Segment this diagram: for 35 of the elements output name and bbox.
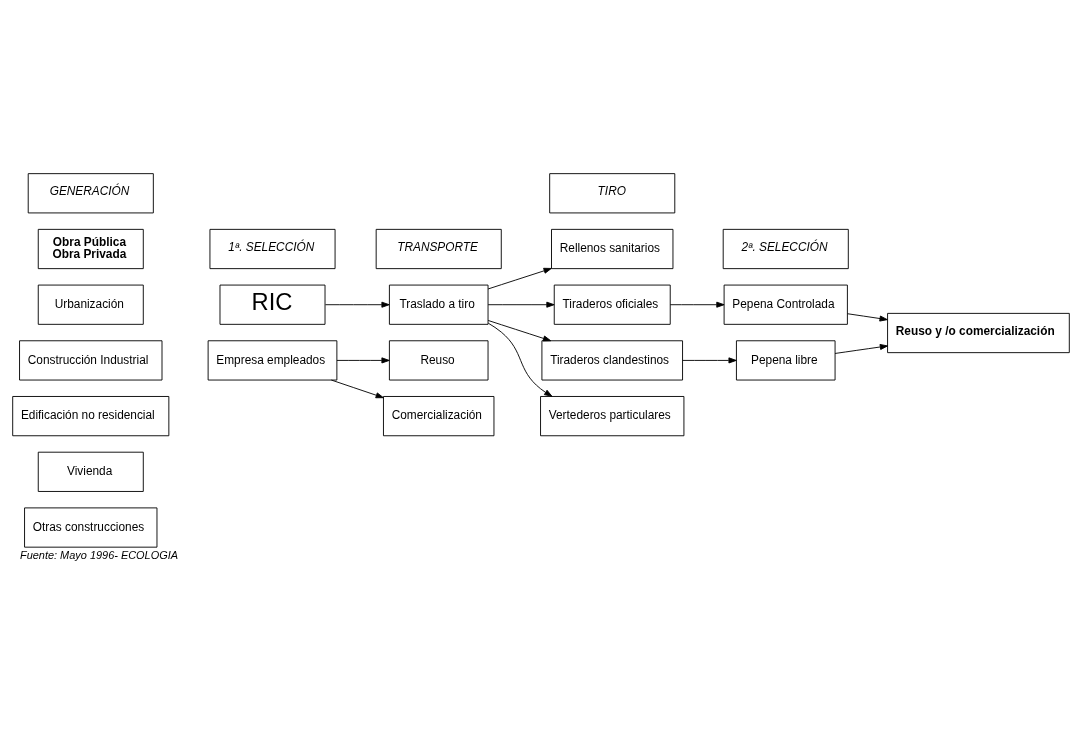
node-box: Empresa empleados xyxy=(207,339,338,380)
node-box: Pepena Controlada xyxy=(723,284,848,325)
node-box: Rellenos sanitarios xyxy=(551,228,674,269)
node-box: 2ª. SELECCIÓN xyxy=(722,228,849,269)
arrow xyxy=(834,343,889,354)
arrow xyxy=(487,319,552,341)
node-box: Construcción Industrial xyxy=(19,339,163,380)
node-box: Vertederos particulares xyxy=(540,395,685,436)
arrow xyxy=(682,356,737,363)
node-box: Reuso xyxy=(388,339,489,380)
node-box: Tiraderos oficiales xyxy=(553,284,671,325)
arrow xyxy=(330,379,384,398)
caption: Fuente: Mayo 1996- ECOLOGIA xyxy=(20,548,179,561)
node-box: Vivienda xyxy=(37,451,144,492)
arrow xyxy=(487,322,553,397)
arrow xyxy=(847,312,888,322)
arrow xyxy=(669,301,725,308)
node-box: GENERACIÓN xyxy=(27,172,154,213)
node-box: RIC xyxy=(219,284,326,325)
arrow xyxy=(487,301,555,308)
node-box: 1ª. SELECCIÓN xyxy=(209,228,336,269)
node-box: Traslado a tiro xyxy=(388,284,489,325)
arrow xyxy=(487,267,552,289)
arrow xyxy=(336,356,390,363)
node-box: TRANSPORTE xyxy=(375,228,502,269)
node-box: Tiraderos clandestinos xyxy=(541,339,683,380)
arrow xyxy=(324,301,390,308)
node-box: TIRO xyxy=(549,172,676,213)
node-box: Urbanización xyxy=(37,284,144,325)
node-box: Obra Pública Obra Privada xyxy=(37,228,144,269)
node-box: Pepena libre xyxy=(735,339,836,380)
node-box: Otras construcciones xyxy=(24,506,158,548)
node-box: Reuso y /o comercialización xyxy=(887,312,1070,353)
node-box: Edificación no residencial xyxy=(12,395,170,436)
node-box: Comercialización xyxy=(383,395,495,436)
